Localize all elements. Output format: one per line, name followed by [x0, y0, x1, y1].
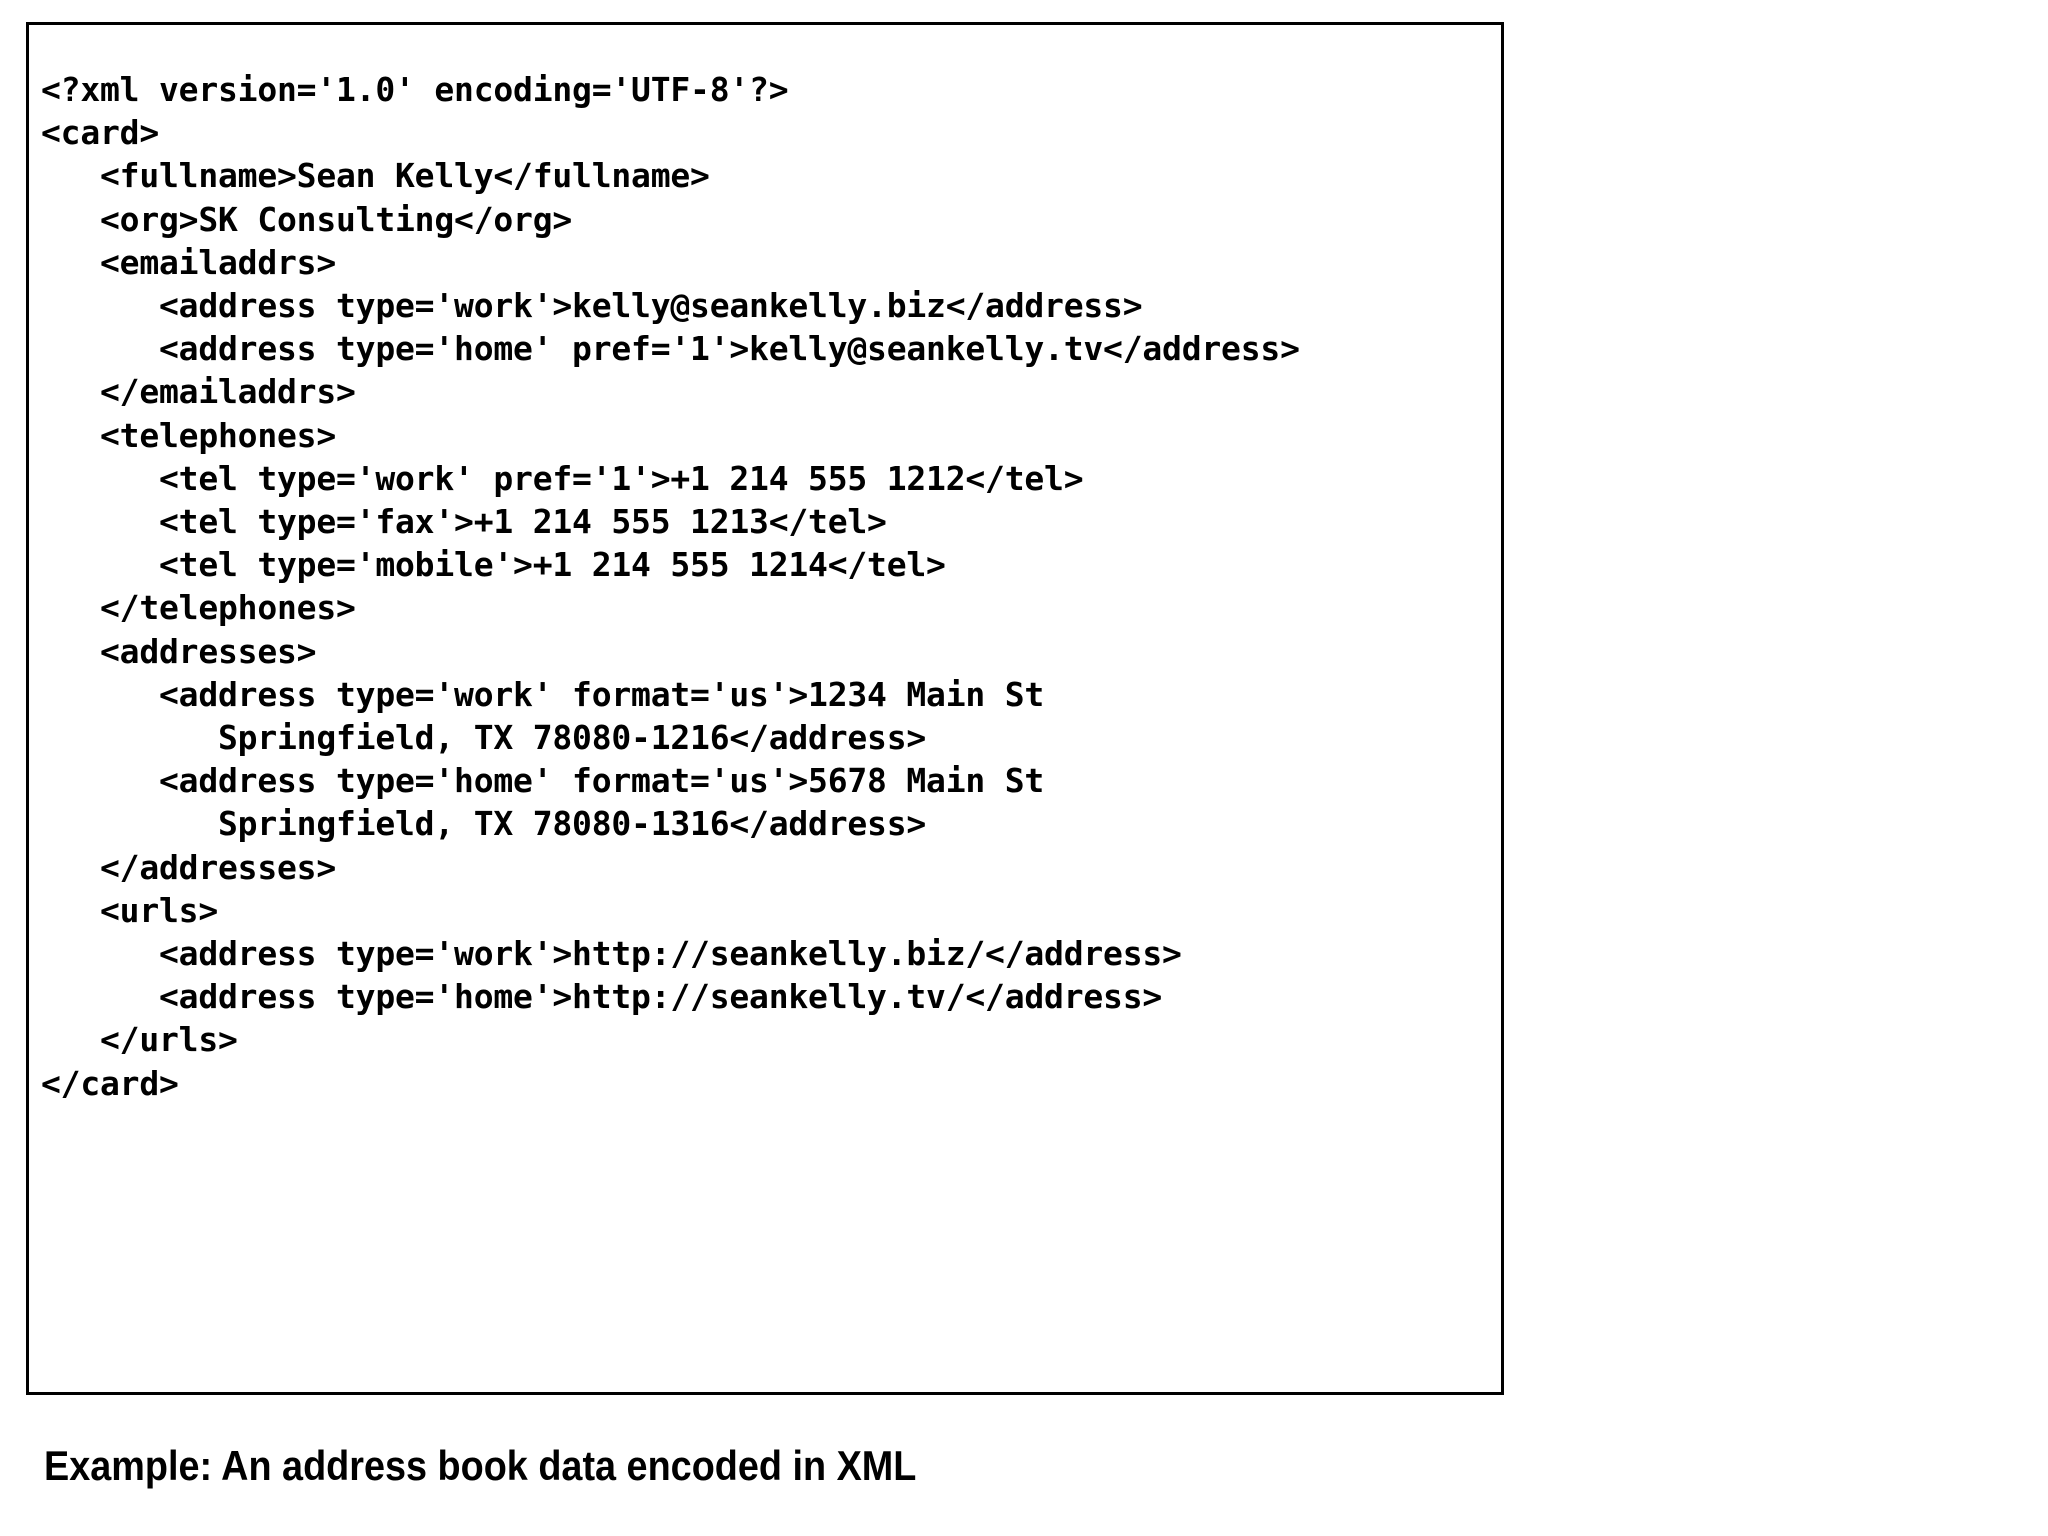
- code-line: Springfield, TX 78080-1316</address>: [41, 804, 927, 844]
- code-line: <tel type='work' pref='1'>+1 214 555 121…: [41, 458, 1084, 498]
- code-line: <address type='home' format='us'>5678 Ma…: [41, 761, 1045, 801]
- code-line: </emailaddrs>: [41, 372, 356, 412]
- code-line: <addresses>: [41, 631, 317, 671]
- figure-caption: Example: An address book data encoded in…: [44, 1442, 917, 1489]
- code-line: <address type='work'>kelly@seankelly.biz…: [41, 286, 1143, 326]
- code-line: </urls>: [41, 1020, 238, 1060]
- code-line: <fullname>Sean Kelly</fullname>: [41, 156, 710, 196]
- code-line: Springfield, TX 78080-1216</address>: [41, 718, 927, 758]
- code-line: <tel type='fax'>+1 214 555 1213</tel>: [41, 502, 887, 542]
- code-line: <telephones>: [41, 415, 337, 455]
- code-line: </telephones>: [41, 588, 356, 628]
- code-line: <org>SK Consulting</org>: [41, 199, 573, 239]
- code-line: <tel type='mobile'>+1 214 555 1214</tel>: [41, 545, 946, 585]
- xml-code-listing: <?xml version='1.0' encoding='UTF-8'?> <…: [41, 68, 1501, 1105]
- code-line: <card>: [41, 113, 160, 153]
- code-line: <address type='home' pref='1'>kelly@sean…: [41, 329, 1300, 369]
- code-line: <address type='home'>http://seankelly.tv…: [41, 977, 1163, 1017]
- code-line: <?xml version='1.0' encoding='UTF-8'?>: [41, 70, 789, 109]
- code-line: </addresses>: [41, 847, 337, 887]
- code-line: </card>: [41, 1063, 179, 1103]
- code-line: <urls>: [41, 890, 219, 930]
- code-line: <emailaddrs>: [41, 242, 337, 282]
- code-listing-box: <?xml version='1.0' encoding='UTF-8'?> <…: [26, 22, 1504, 1395]
- code-line: <address type='work' format='us'>1234 Ma…: [41, 674, 1045, 714]
- code-line: <address type='work'>http://seankelly.bi…: [41, 934, 1182, 974]
